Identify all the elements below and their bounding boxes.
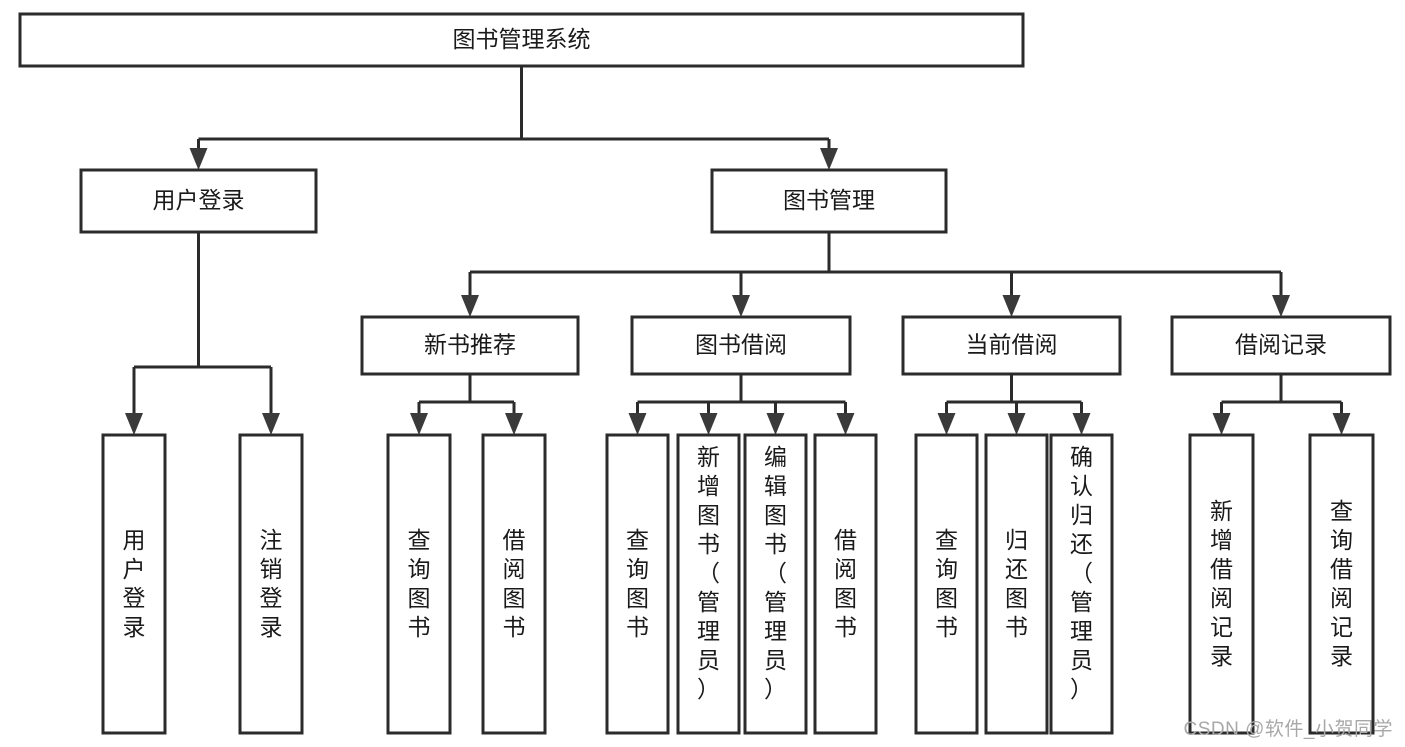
node-box bbox=[101, 433, 167, 735]
arrow-head-icon bbox=[505, 413, 523, 435]
arrow-head-icon bbox=[628, 413, 647, 435]
node-label: 新增借阅记录 bbox=[1210, 498, 1233, 669]
node-box bbox=[914, 433, 979, 735]
node-lf-4[interactable]: 查询图书 bbox=[605, 433, 670, 735]
arrow-head-icon bbox=[1007, 413, 1026, 435]
node-lf-9[interactable]: 归还图书 bbox=[984, 433, 1049, 735]
arrow-head-icon bbox=[461, 295, 479, 317]
node-lf-2[interactable]: 查询图书 bbox=[386, 433, 452, 735]
node-box bbox=[238, 433, 304, 735]
node-label: 当前借阅 bbox=[966, 332, 1058, 358]
node-lf-7[interactable]: 借阅图书 bbox=[813, 433, 878, 735]
arrow-head-icon bbox=[937, 413, 956, 435]
arrow-head-icon bbox=[262, 413, 280, 435]
node-lf-12[interactable]: 查询借阅记录 bbox=[1308, 433, 1375, 735]
node-label: 用户登录 bbox=[123, 527, 146, 640]
node-l3-3[interactable]: 借阅记录 bbox=[1170, 315, 1392, 376]
node-l3-0[interactable]: 新书推荐 bbox=[360, 315, 580, 376]
node-lf-11[interactable]: 新增借阅记录 bbox=[1188, 433, 1255, 735]
arrow-head-icon bbox=[189, 148, 208, 170]
node-lf-1[interactable]: 注销登录 bbox=[238, 433, 304, 735]
node-label: 确认归还（管理员） bbox=[1070, 444, 1093, 702]
arrow-head-icon bbox=[1272, 295, 1290, 317]
connectors-layer bbox=[125, 66, 1351, 435]
node-label: 图书管理系统 bbox=[453, 26, 591, 52]
node-box bbox=[1308, 433, 1375, 735]
nodes-layer: 图书管理系统用户登录图书管理新书推荐图书借阅当前借阅借阅记录用户登录注销登录查询… bbox=[18, 12, 1392, 735]
node-box bbox=[743, 433, 808, 735]
arrow-head-icon bbox=[699, 413, 718, 435]
node-label: 用户登录 bbox=[153, 187, 245, 213]
node-box bbox=[481, 433, 547, 735]
node-label: 查询图书 bbox=[408, 527, 431, 640]
node-label: 图书借阅 bbox=[695, 332, 787, 358]
node-lf-6[interactable]: 编辑图书（管理员） bbox=[743, 433, 808, 735]
node-label: 查询图书 bbox=[935, 527, 958, 640]
node-lf-5[interactable]: 新增图书（管理员） bbox=[676, 433, 741, 735]
node-box bbox=[1188, 433, 1255, 735]
node-l3-2[interactable]: 当前借阅 bbox=[901, 315, 1122, 376]
node-box bbox=[901, 315, 1122, 376]
node-box bbox=[630, 315, 852, 376]
node-label: 查询借阅记录 bbox=[1330, 498, 1353, 669]
node-lf-3[interactable]: 借阅图书 bbox=[481, 433, 547, 735]
node-l2-1[interactable]: 图书管理 bbox=[710, 168, 948, 234]
node-label: 借阅记录 bbox=[1235, 332, 1327, 358]
arrow-head-icon bbox=[125, 413, 143, 435]
node-box bbox=[710, 168, 948, 234]
node-l2-0[interactable]: 用户登录 bbox=[79, 168, 318, 234]
node-label: 借阅图书 bbox=[834, 527, 857, 640]
node-box bbox=[386, 433, 452, 735]
node-lf-8[interactable]: 查询图书 bbox=[914, 433, 979, 735]
arrow-head-icon bbox=[1332, 413, 1351, 435]
node-box bbox=[1170, 315, 1392, 376]
arrow-head-icon bbox=[836, 413, 855, 435]
node-box bbox=[676, 433, 741, 735]
node-root[interactable]: 图书管理系统 bbox=[18, 12, 1025, 68]
node-box bbox=[79, 168, 318, 234]
node-label: 查询图书 bbox=[626, 527, 649, 640]
arrow-head-icon bbox=[1072, 413, 1091, 435]
node-box bbox=[813, 433, 878, 735]
arrow-head-icon bbox=[1212, 413, 1231, 435]
node-lf-0[interactable]: 用户登录 bbox=[101, 433, 167, 735]
node-label: 借阅图书 bbox=[503, 527, 526, 640]
node-label: 注销登录 bbox=[260, 527, 283, 640]
node-label: 新增图书（管理员） bbox=[697, 444, 720, 702]
node-box bbox=[1049, 433, 1114, 735]
arrow-head-icon bbox=[766, 413, 785, 435]
arrow-head-icon bbox=[410, 413, 428, 435]
node-label: 图书管理 bbox=[783, 187, 875, 213]
arrow-head-icon bbox=[820, 148, 838, 170]
arrow-head-icon bbox=[1002, 295, 1021, 317]
node-box bbox=[18, 12, 1025, 68]
node-label: 编辑图书（管理员） bbox=[764, 444, 787, 702]
node-lf-10[interactable]: 确认归还（管理员） bbox=[1049, 433, 1114, 735]
node-label: 新书推荐 bbox=[424, 332, 516, 358]
node-l3-1[interactable]: 图书借阅 bbox=[630, 315, 852, 376]
node-box bbox=[984, 433, 1049, 735]
node-label: 归还图书 bbox=[1005, 527, 1028, 640]
arrow-head-icon bbox=[732, 295, 750, 317]
node-box bbox=[605, 433, 670, 735]
node-box bbox=[360, 315, 580, 376]
